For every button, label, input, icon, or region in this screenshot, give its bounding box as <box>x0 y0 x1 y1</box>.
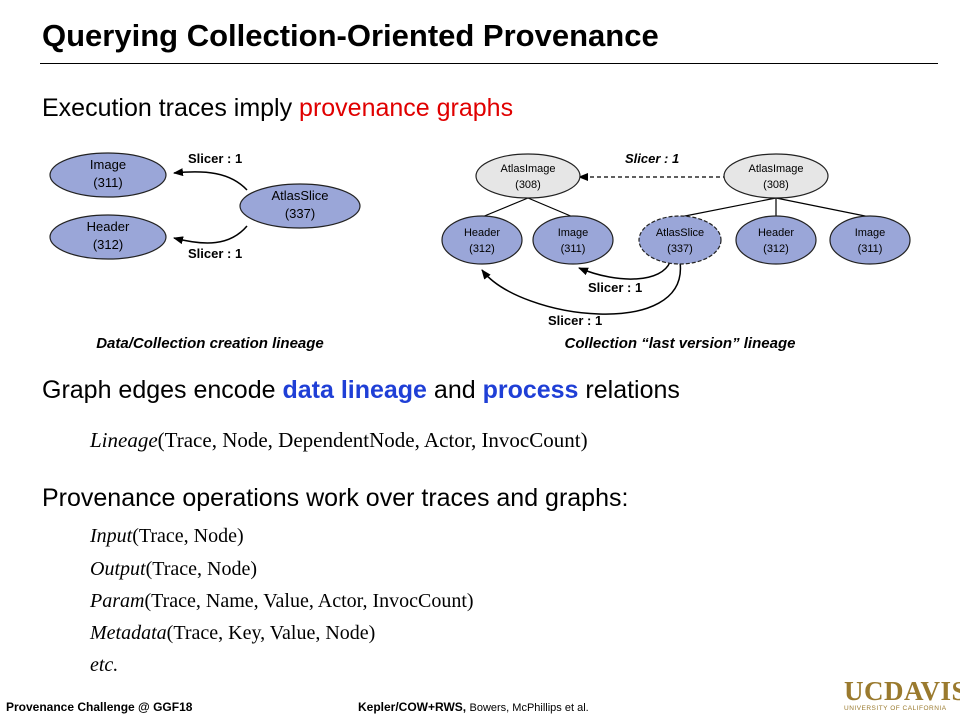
node-id: (311) <box>561 243 586 255</box>
node-label: Image <box>558 227 589 239</box>
bullet-execution-traces: Execution traces imply provenance graphs <box>42 94 513 123</box>
node-label: AtlasSlice <box>656 227 704 239</box>
footer-project: Kepler/COW+RWS, <box>358 700 467 714</box>
right-diagram-caption: Collection “last version” lineage <box>565 335 796 352</box>
operation-name: Input <box>90 525 133 547</box>
edge-atlasslice-to-image <box>173 168 248 191</box>
highlight-provenance-graphs: provenance graphs <box>299 94 514 122</box>
operation-input: Input(Trace, Node) <box>90 525 244 548</box>
left-lineage-graph: Image (311) Header (312) AtlasSlice (337… <box>49 151 361 352</box>
operation-args: (Trace, Node) <box>145 558 258 580</box>
node-label: AtlasSlice <box>271 188 328 203</box>
operation-name: Param <box>90 590 145 612</box>
node-id: (308) <box>763 179 789 191</box>
node-id: (308) <box>515 179 541 191</box>
formula-args: (Trace, Node, DependentNode, Actor, Invo… <box>157 428 588 452</box>
bullet-graph-edges: Graph edges encode data lineage and proc… <box>42 376 680 405</box>
footer-names: Bowers, McPhillips et al. <box>469 702 589 714</box>
logo-wordmark: UCDAVIS <box>844 676 960 706</box>
edge-label: Slicer : 1 <box>588 280 642 295</box>
node-label: AtlasImage <box>748 163 803 175</box>
operation-name: Metadata <box>90 622 167 644</box>
node-label: Image <box>90 157 126 172</box>
provenance-graph-diagram: Image (311) Header (312) AtlasSlice (337… <box>49 151 911 352</box>
bullet-text: Execution traces imply <box>42 94 300 122</box>
edge-label: Slicer : 1 <box>188 246 242 261</box>
edge-atlasslice-to-header <box>173 225 248 245</box>
edge-atlasslice-to-image <box>578 261 671 280</box>
node-header-312 <box>49 214 167 260</box>
title-divider <box>40 63 938 64</box>
node-label: Header <box>758 227 794 239</box>
node-image-311 <box>829 215 911 265</box>
bullet-provenance-operations: Provenance operations work over traces a… <box>42 484 629 512</box>
tree-edge <box>527 197 574 218</box>
edge-label: Slicer : 1 <box>548 313 602 328</box>
operation-name: Output <box>90 558 146 580</box>
bullet-text: relations <box>578 376 680 404</box>
operation-etc: etc. <box>90 654 118 677</box>
node-atlasimage-308 <box>475 153 581 199</box>
tree-edge <box>775 197 871 218</box>
node-id: (337) <box>667 243 693 255</box>
left-diagram-caption: Data/Collection creation lineage <box>96 335 324 352</box>
logo-subtitle: UNIVERSITY OF CALIFORNIA <box>844 705 947 712</box>
operation-output: Output(Trace, Node) <box>90 558 257 581</box>
node-id: (311) <box>93 175 122 190</box>
node-header-312 <box>735 215 817 265</box>
node-header-312 <box>441 215 523 265</box>
right-lineage-graph: AtlasImage (308) AtlasImage (308) Header… <box>441 151 911 352</box>
node-atlasslice-337 <box>638 215 722 265</box>
operation-param: Param(Trace, Name, Value, Actor, InvocCo… <box>90 590 474 613</box>
lineage-formula: Lineage(Trace, Node, DependentNode, Acto… <box>90 428 588 453</box>
node-image-311 <box>49 152 167 198</box>
node-id: (312) <box>93 237 123 252</box>
highlight-process: process <box>482 376 579 404</box>
operation-args: (Trace, Name, Value, Actor, InvocCount) <box>144 590 474 612</box>
operation-args: (Trace, Key, Value, Node) <box>166 622 376 644</box>
node-id: (337) <box>285 206 315 221</box>
node-label: Header <box>87 219 130 234</box>
node-id: (312) <box>469 243 495 255</box>
tree-edge <box>481 197 529 218</box>
footer-authors: Kepler/COW+RWS, Bowers, McPhillips et al… <box>358 700 589 714</box>
edge-label: Slicer : 1 <box>188 151 242 166</box>
node-id: (312) <box>763 243 789 255</box>
page-title: Querying Collection-Oriented Provenance <box>42 18 659 53</box>
node-image-311 <box>532 215 614 265</box>
operation-metadata: Metadata(Trace, Key, Value, Node) <box>90 622 375 645</box>
bullet-text: and <box>426 376 483 404</box>
node-atlasslice-337 <box>239 183 361 229</box>
edge-label: Slicer : 1 <box>625 151 679 166</box>
highlight-data-lineage: data lineage <box>282 376 427 404</box>
operation-name: etc. <box>90 654 119 676</box>
bullet-text: Graph edges encode <box>42 376 283 404</box>
operation-args: (Trace, Node) <box>132 525 244 547</box>
node-label: Header <box>464 227 500 239</box>
node-label: AtlasImage <box>500 163 555 175</box>
footer-event: Provenance Challenge @ GGF18 <box>6 700 193 714</box>
tree-edge <box>679 197 777 218</box>
node-label: Image <box>855 227 886 239</box>
formula-name: Lineage <box>90 428 158 452</box>
node-id: (311) <box>858 243 883 255</box>
node-atlasimage-308 <box>723 153 829 199</box>
ucdavis-logo: UCDAVIS UNIVERSITY OF CALIFORNIA <box>844 676 960 713</box>
edge-atlasslice-to-header <box>481 261 681 315</box>
